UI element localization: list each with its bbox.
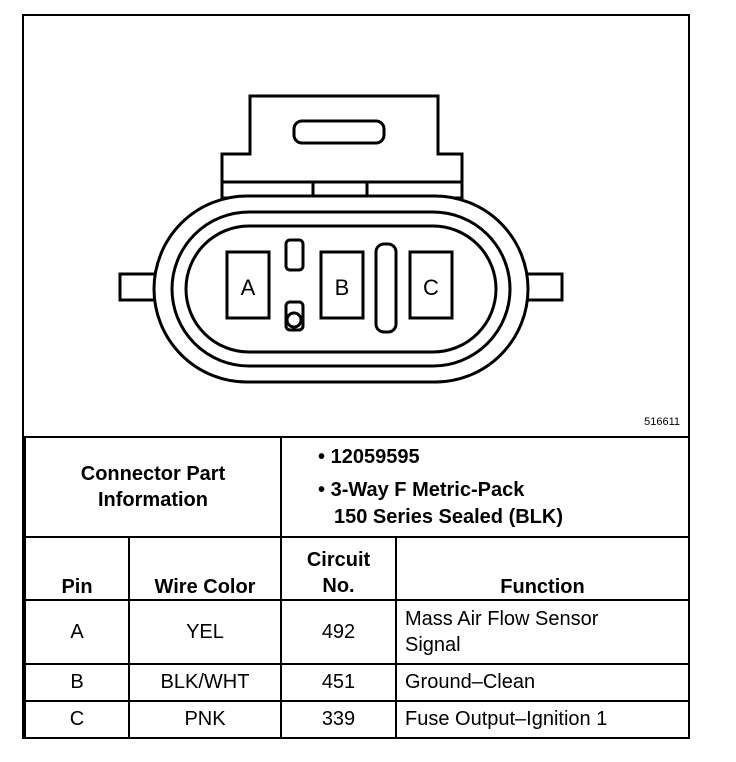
row-b-function: Ground–Clean — [395, 663, 690, 702]
pin-letter-C: C — [423, 275, 439, 300]
header-function: Function — [395, 536, 690, 601]
latch-slot — [292, 119, 386, 145]
connector-face-drawing: A B C — [118, 94, 564, 384]
header-pin: Pin — [24, 536, 130, 601]
row-b-circuit: 451 — [280, 663, 397, 702]
latch-housing — [220, 94, 464, 200]
row-a-circuit: 492 — [280, 599, 397, 665]
connector-info-row: Connector Part Information • 12059595 • … — [24, 436, 690, 538]
connector-table: Connector Part Information • 12059595 • … — [24, 436, 690, 739]
table-row: A YEL 492 Mass Air Flow Sensor Signal — [24, 599, 690, 665]
cavity-B — [319, 250, 365, 320]
connector-info-label: Connector Part Information — [24, 436, 282, 538]
row-a-pin: A — [24, 599, 130, 665]
table-header-row: Pin Wire Color Circuit No. Function — [24, 536, 690, 601]
row-c-circuit: 339 — [280, 700, 397, 739]
row-c-function: Fuse Output–Ignition 1 — [395, 700, 690, 739]
row-a-function: Mass Air Flow Sensor Signal — [395, 599, 690, 665]
cavity-A — [225, 250, 271, 320]
table-row: B BLK/WHT 451 Ground–Clean — [24, 663, 690, 702]
right-tab — [522, 272, 564, 302]
row-a-wire-color: YEL — [128, 599, 282, 665]
left-tab — [118, 272, 160, 302]
row-c-pin: C — [24, 700, 130, 739]
divider-rib — [374, 242, 398, 334]
connector-description: • 3-Way F Metric-Pack — [318, 478, 525, 501]
connector-diagram: A B C 516611 — [24, 16, 688, 436]
key-dot — [285, 311, 303, 329]
diagram-frame: A B C 516611 Connector Part Information … — [22, 14, 690, 739]
row-b-pin: B — [24, 663, 130, 702]
table-row: C PNK 339 Fuse Output–Ignition 1 — [24, 700, 690, 739]
connector-info-details: • 12059595 • 3-Way F Metric-Pack 150 Ser… — [280, 436, 690, 538]
header-circuit: Circuit No. — [280, 536, 397, 601]
figure-number: 516611 — [644, 416, 680, 428]
pin-letter-B: B — [335, 275, 350, 300]
pin-letter-A: A — [241, 275, 256, 300]
key-top — [284, 238, 305, 272]
connector-description-cont: 150 Series Sealed (BLK) — [334, 505, 563, 528]
row-c-wire-color: PNK — [128, 700, 282, 739]
cavity-C — [408, 250, 454, 320]
part-number: • 12059595 — [318, 445, 420, 468]
row-b-wire-color: BLK/WHT — [128, 663, 282, 702]
header-wire-color: Wire Color — [128, 536, 282, 601]
